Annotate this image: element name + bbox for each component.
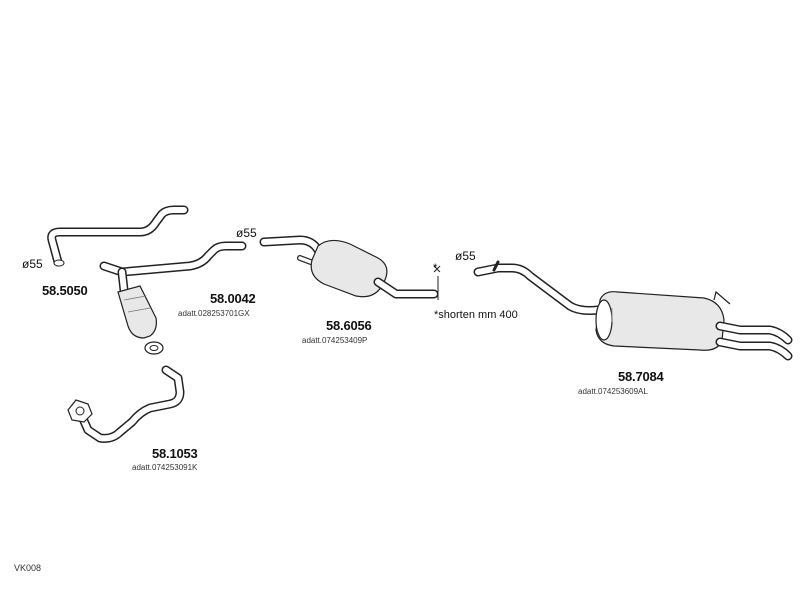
part-58-1053-downpipe[interactable] — [67, 365, 185, 443]
diagram-code: VK008 — [14, 563, 42, 573]
part-58-1053-reference: adatt.074253091K — [132, 463, 198, 472]
part-58-5050-number[interactable]: 58.5050 — [42, 283, 88, 298]
part-58-1053-number[interactable]: 58.1053 — [152, 446, 198, 461]
part-58-7084-rear-silencer[interactable] — [473, 260, 793, 361]
part-58-7084-number[interactable]: 58.7084 — [618, 369, 664, 384]
part-58-0042-reference: adatt.028253701GX — [178, 309, 250, 318]
shorten-marker: * — [433, 262, 438, 274]
part-58-0042-diameter: ø55 — [236, 226, 257, 240]
shorten-note: *shorten mm 400 — [434, 309, 518, 321]
part-58-6056-number[interactable]: 58.6056 — [326, 318, 372, 333]
part-58-5050-diameter: ø55 — [22, 257, 43, 271]
part-58-7084-reference: adatt.074253609AL — [578, 387, 648, 396]
part-58-0042-catalyst[interactable] — [99, 241, 247, 355]
part-58-6056-middle-silencer[interactable] — [259, 235, 441, 300]
part-58-6056-diameter: ø55 — [455, 249, 476, 263]
part-58-5050-pipe[interactable] — [47, 205, 189, 267]
part-58-6056-reference: adatt.074253409P — [302, 336, 368, 345]
part-58-0042-number[interactable]: 58.0042 — [210, 291, 256, 306]
